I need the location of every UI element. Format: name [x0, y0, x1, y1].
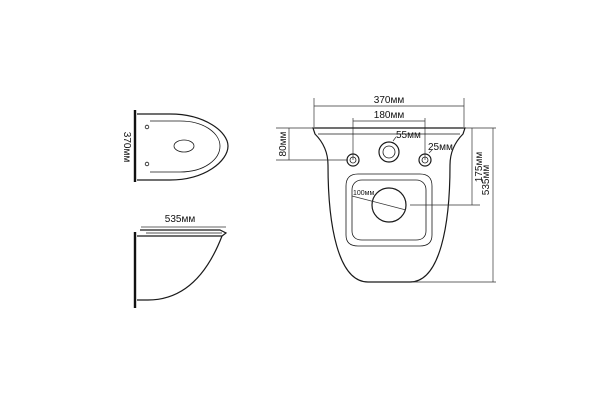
top-view-fixing-hole	[144, 124, 150, 130]
water-inlet-inner	[382, 145, 396, 159]
hole-spacing-label: 180мм	[374, 110, 405, 121]
front-view: 370мм 180мм 100мм 55мм 25мм 80мм	[276, 95, 496, 283]
top-view-fixing-hole	[144, 161, 150, 167]
outlet-recess	[345, 173, 433, 247]
inlet-leader	[392, 136, 397, 142]
top-view-seat	[150, 120, 221, 173]
top-view: 370мм	[121, 110, 229, 182]
fixing-hole-right-outer	[418, 153, 432, 167]
water-inlet-outer	[378, 141, 400, 163]
fixing-hole-left-inner	[349, 156, 357, 164]
fixing-leader	[428, 149, 433, 154]
top-view-outline	[137, 113, 229, 181]
outlet-pipe	[371, 187, 407, 223]
top-view-bowl-opening	[173, 139, 195, 153]
height-80-label: 80мм	[278, 131, 289, 156]
side-length-label: 535мм	[165, 214, 196, 225]
hole-side-label: 25мм	[428, 142, 453, 153]
outlet-leader	[351, 195, 407, 211]
top-depth-label: 370мм	[121, 132, 132, 163]
side-view: 535мм	[133, 214, 228, 308]
side-view-outline	[137, 229, 228, 301]
outlet-recess-inner	[351, 179, 427, 241]
front-width-label: 370мм	[374, 95, 405, 106]
hole-center-label: 55мм	[396, 130, 421, 141]
fixing-hole-right-inner	[421, 156, 429, 164]
height-535-label: 535мм	[481, 165, 492, 196]
outlet-label: 100мм	[353, 190, 374, 197]
height-175-label: 175мм	[474, 152, 485, 183]
